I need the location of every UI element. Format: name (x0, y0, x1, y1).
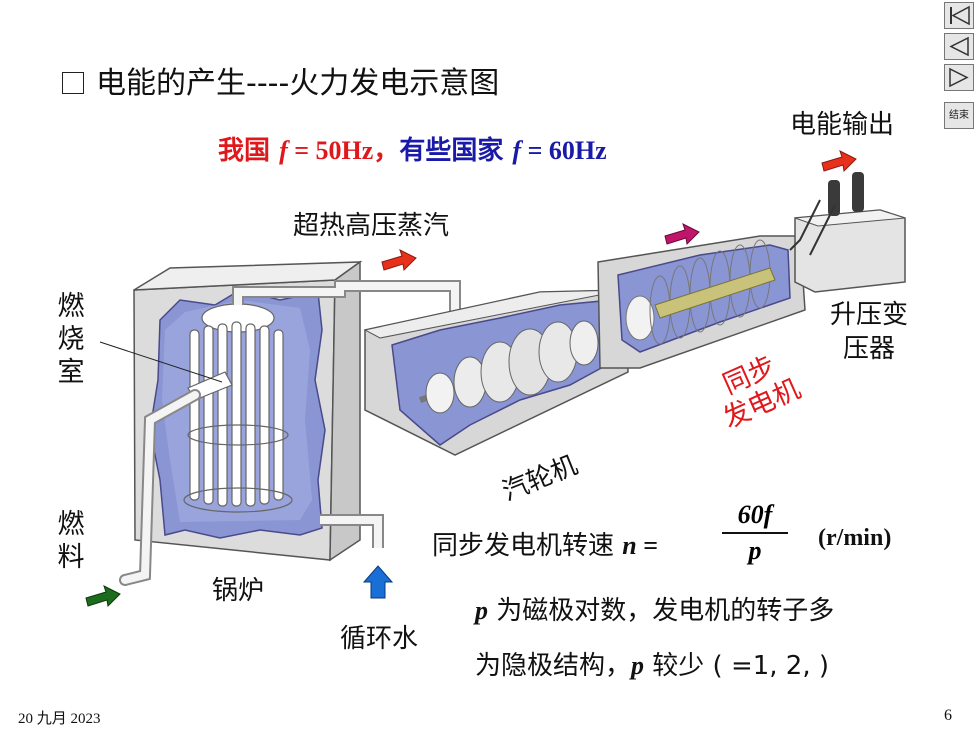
freq-separator: ， (373, 136, 400, 166)
label-superheated-steam: 超热高压蒸汽 (293, 211, 450, 241)
first-page-icon (950, 5, 970, 26)
page-number: 6 (944, 707, 952, 724)
transformer-unit (789, 172, 906, 293)
label-combustion-chamber: 燃 烧 室 (57, 291, 85, 388)
prev-page-icon (949, 36, 969, 57)
boiler-unit (99, 260, 461, 586)
boiler-tubes (183, 303, 293, 513)
slide-title: 电能的产生----火力发电示意图 (62, 58, 499, 102)
steam-arrow-icon (381, 249, 417, 272)
speed-formula: 同步发电机转速 n = (432, 531, 659, 561)
turbine-rotor (419, 320, 601, 414)
fraction-denominator: p (748, 536, 762, 565)
generator-arrow-icon (664, 223, 700, 246)
generator-unit (597, 235, 806, 369)
label-fuel: 燃 料 (57, 509, 85, 573)
prev-page-button[interactable] (944, 33, 974, 60)
bullet-square-icon (62, 72, 84, 94)
water-arrow-icon (362, 565, 394, 599)
freq-other-var: f (512, 136, 522, 165)
label-power-output: 电能输出 (790, 110, 895, 140)
note-pole-pairs: p 为磁极对数，发电机的转子多 (475, 596, 835, 626)
transformer-bushings (828, 172, 864, 216)
end-show-button[interactable]: 结束 (944, 102, 974, 129)
speed-formula-fraction: 60f p (722, 500, 788, 566)
frequency-line: 我国 f = 50Hz，有些国家 f = 60Hz (218, 130, 607, 167)
freq-other-value: = 60Hz (521, 136, 607, 165)
freq-china-var: f (279, 136, 288, 165)
first-page-button[interactable] (944, 2, 974, 29)
label-boiler: 锅炉 (212, 576, 265, 606)
note-rotor-structure: 为隐极结构，p 较少 ( =1, 2, ) (475, 651, 830, 681)
footer-date: 20 九月 2023 (18, 711, 101, 727)
fuel-arrow-icon (85, 585, 121, 608)
freq-china-prefix: 我国 (218, 136, 280, 166)
fraction-bar (722, 532, 788, 534)
freq-china-value: = 50Hz (287, 136, 374, 165)
output-arrow-icon (821, 150, 857, 173)
fraction-numerator: 60f (737, 500, 773, 529)
freq-other-prefix: 有些国家 (399, 136, 513, 166)
turbine-unit (363, 289, 629, 456)
label-step-up-transformer: 升压变 压器 (830, 300, 909, 364)
speed-unit: (r/min) (818, 525, 892, 551)
next-page-icon (949, 67, 969, 88)
next-page-button[interactable] (944, 64, 974, 91)
label-circulating-water: 循环水 (340, 624, 419, 654)
